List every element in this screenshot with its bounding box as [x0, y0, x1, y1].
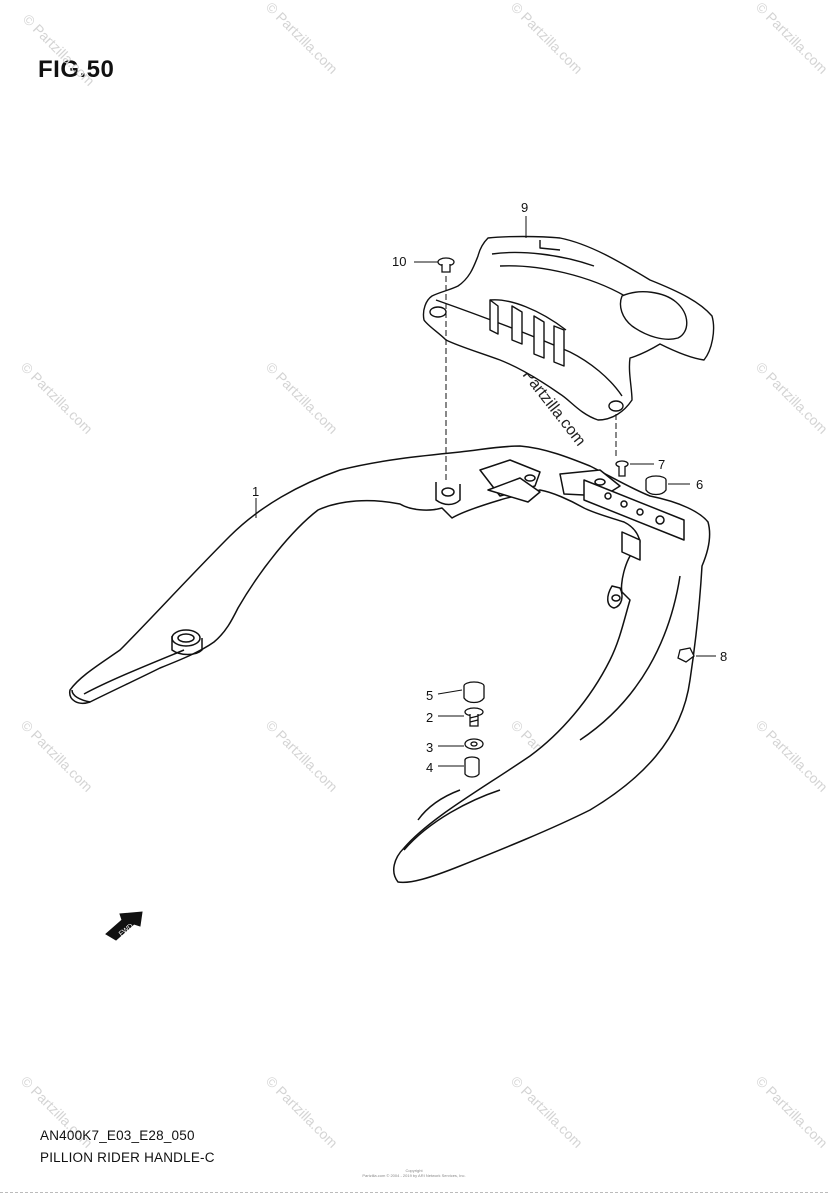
watermark: © Partzilla.com — [263, 0, 341, 77]
watermark: © Partzilla.com — [18, 717, 96, 795]
callout-3: 3 — [426, 740, 433, 755]
part-rear-cover — [422, 235, 715, 421]
callout-6: 6 — [696, 477, 703, 492]
callout-7: 7 — [658, 457, 665, 472]
callout-10: 10 — [392, 254, 406, 269]
part-bolt-2 — [464, 707, 484, 727]
part-washer-3 — [464, 738, 484, 750]
model-code: AN400K7_E03_E28_050 — [40, 1128, 195, 1143]
watermark: © Partzilla.com — [263, 359, 341, 437]
watermark: © Partzilla.com — [753, 717, 828, 795]
part-bolt-10 — [437, 257, 455, 273]
part-nut-8 — [677, 647, 695, 663]
callout-9: 9 — [521, 200, 528, 215]
watermark-layer: © Partzilla.com © Partzilla.com © Partzi… — [18, 0, 828, 1151]
watermark: © Partzilla.com — [753, 359, 828, 437]
watermark: © Partzilla.com — [263, 717, 341, 795]
copyright-line-2: Partzilla.com © 2004 - 2019 by ARI Netwo… — [362, 1173, 466, 1178]
leader-lines — [255, 216, 716, 767]
bottom-divider — [0, 1192, 828, 1195]
watermark: © Partzilla.com — [508, 1073, 586, 1151]
forward-direction-arrow: FWD — [105, 911, 143, 941]
callout-labels: 1 2 3 4 5 6 7 8 9 10 — [252, 200, 727, 775]
callout-2: 2 — [426, 710, 433, 725]
callout-5: 5 — [426, 688, 433, 703]
watermark: © Partzilla.com — [263, 1073, 341, 1151]
watermark: © Partzilla.com — [508, 0, 586, 77]
watermark: © Partzilla.com — [753, 0, 828, 77]
watermark: © Partzilla.com — [753, 1073, 828, 1151]
figure-title: FIG.50 — [38, 56, 115, 83]
watermark: © Partzilla.com — [18, 359, 96, 437]
callout-4: 4 — [426, 760, 433, 775]
part-cap-5 — [463, 681, 485, 704]
callout-1: 1 — [252, 484, 259, 499]
watermark: © Partzilla.com — [20, 11, 98, 89]
figure-caption: PILLION RIDER HANDLE-C — [40, 1150, 215, 1165]
part-collar-4 — [464, 756, 480, 778]
copyright-line-1: Copyright — [405, 1168, 423, 1173]
part-screw-7 — [615, 460, 629, 477]
copyright-notice: Copyright Partzilla.com © 2004 - 2019 by… — [0, 1168, 828, 1178]
part-cushion-6 — [645, 475, 667, 496]
part-pillion-handle — [69, 445, 711, 884]
callout-8: 8 — [720, 649, 727, 664]
